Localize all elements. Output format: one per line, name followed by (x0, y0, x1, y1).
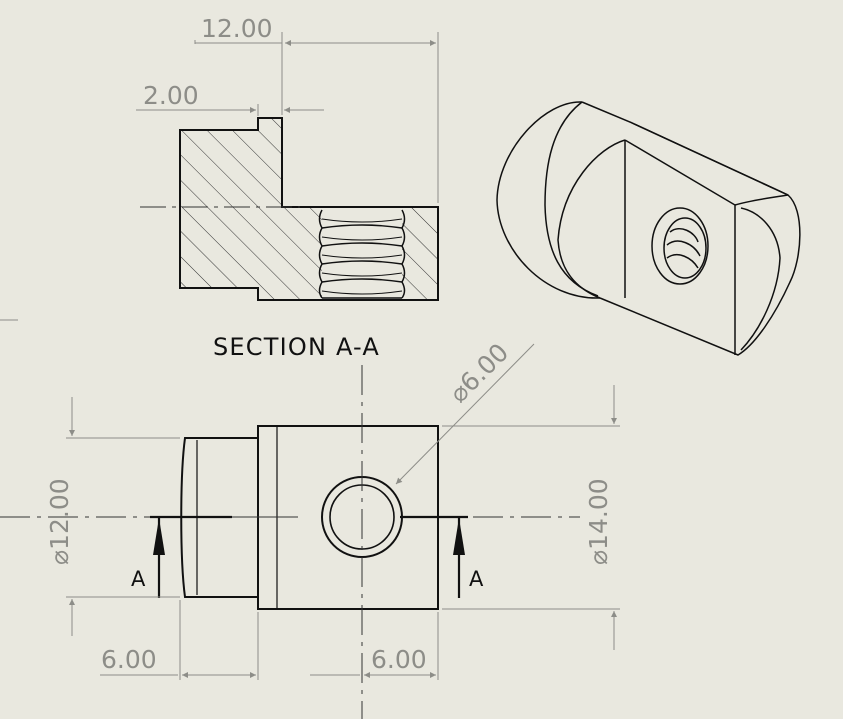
iso-body-outline (581, 101, 801, 356)
cut-arrow-right (400, 515, 468, 598)
thread-bore (318, 208, 406, 299)
cut-label-right: A (469, 567, 484, 591)
iso-edge-chamfer (734, 194, 789, 206)
dim-body-diameter (442, 385, 620, 650)
iso-hole-threads (666, 228, 701, 269)
front-boss (180, 437, 259, 598)
front-view: A A ⌀6.00 ⌀12.00 ⌀14.00 (0, 319, 620, 719)
iso-boss-rim (544, 101, 599, 297)
iso-boss-outline (496, 101, 601, 299)
section-title: SECTION A-A (213, 333, 380, 361)
iso-edge-top (624, 139, 736, 355)
isometric-view (496, 101, 801, 356)
leader-hole-diameter (395, 343, 535, 485)
section-view: 12.00 2.00 SECTION A-A (136, 14, 439, 361)
dim-label-body-diameter: ⌀14.00 (584, 478, 613, 565)
dim-boss-length (100, 600, 259, 680)
dim-step-length (136, 104, 324, 116)
dim-label-boss-length: 6.00 (101, 645, 157, 674)
dim-label-step-length: 2.00 (143, 81, 199, 110)
iso-hole-outer (651, 207, 709, 285)
iso-face-divider (557, 139, 626, 299)
iso-edge-round (740, 207, 781, 351)
dim-boss-diameter (66, 397, 180, 636)
iso-hole-inner (663, 217, 707, 279)
dim-label-overall-length: 12.00 (201, 14, 273, 43)
cut-label-left: A (131, 567, 146, 591)
iso-edge-back (629, 121, 789, 196)
dim-label-hole-offset: 6.00 (371, 645, 427, 674)
dim-label-hole-diameter: ⌀6.00 (444, 338, 515, 409)
cut-arrow-left (150, 515, 232, 598)
dim-label-boss-diameter: ⌀12.00 (45, 478, 74, 565)
dim-hole-offset (310, 612, 439, 680)
dim-overall-length (194, 32, 439, 203)
